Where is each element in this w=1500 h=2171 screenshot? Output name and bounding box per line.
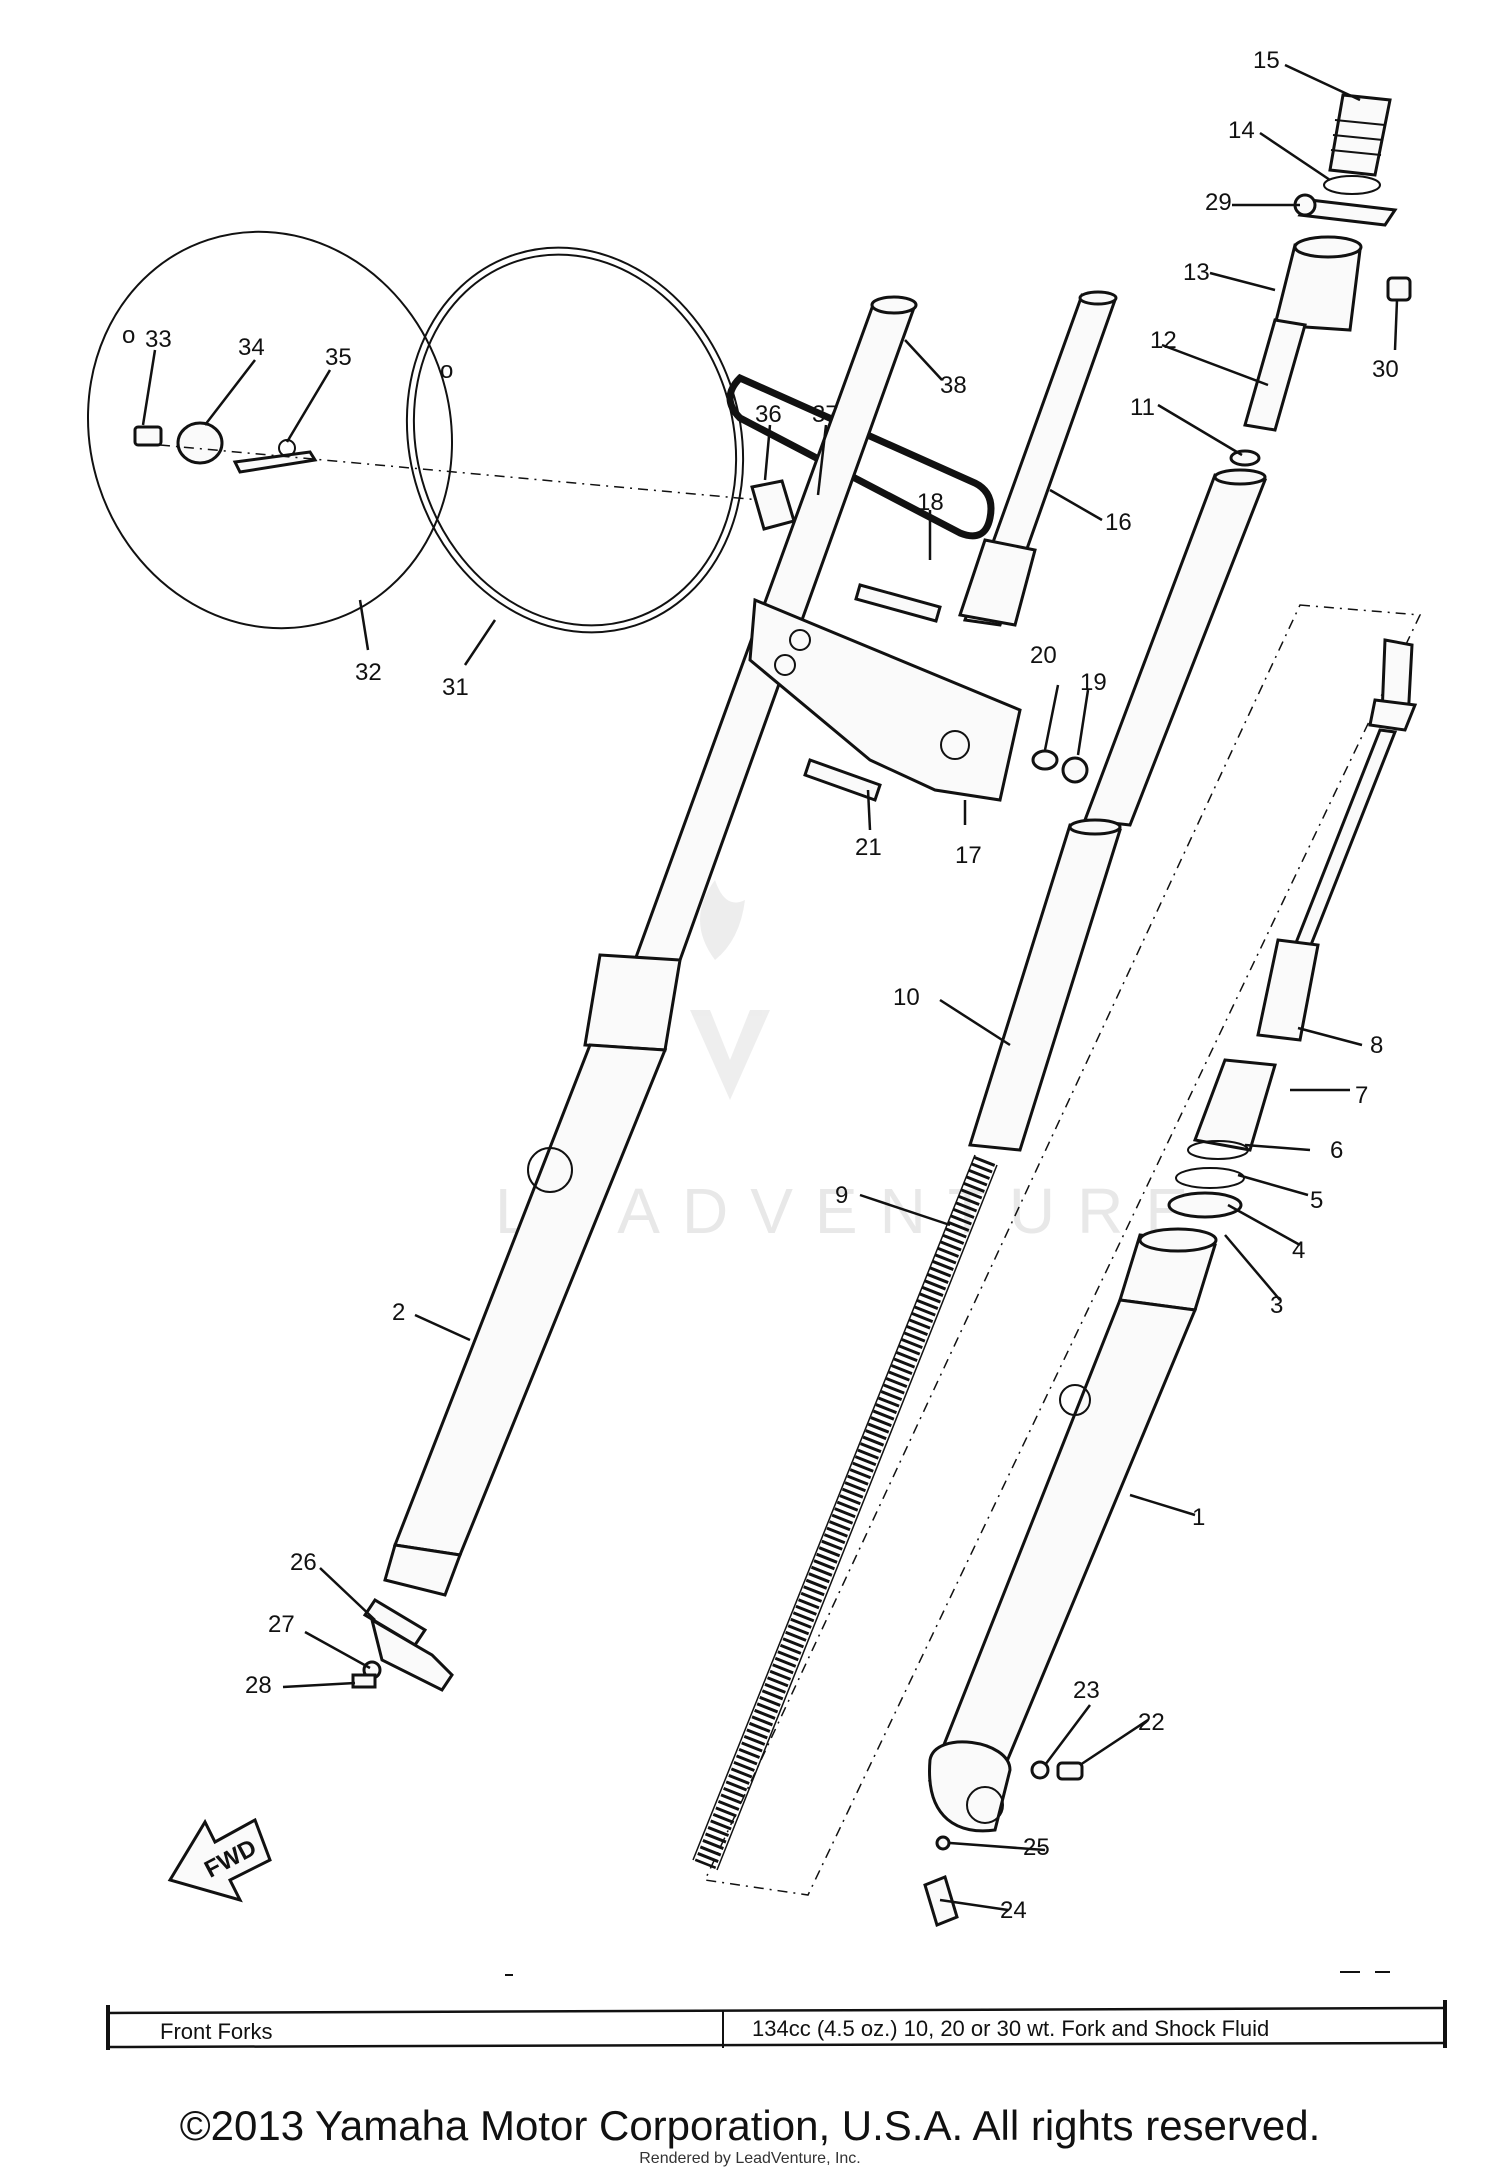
svg-text:o: o [122,322,135,349]
callout-23: 23 [1073,1677,1100,1704]
table-left-cell: Front Forks [160,2019,272,2044]
callout-10: 10 [893,984,920,1011]
callout-37: 37 [812,401,839,428]
callout-21: 21 [855,834,882,861]
aim-adjust-parts [133,421,318,474]
fork-spring [692,1154,998,1871]
under-bracket [748,583,1089,802]
callout-22: 22 [1138,1709,1165,1736]
headlight-rim: o [405,246,745,634]
callout-8: 8 [1370,1032,1383,1059]
damper-rod [1167,638,1418,1219]
callout-15: 15 [1253,47,1280,74]
callout-32: 32 [355,659,382,686]
callout-9: 9 [835,1182,848,1209]
callout-13: 13 [1183,259,1210,286]
callout-30: 30 [1372,356,1399,383]
callout-17: 17 [955,842,982,869]
callout-1: 1 [1192,1504,1205,1531]
cable-band [726,373,995,540]
fluid-spec-table: Front Forks 134cc (4.5 oz.) 10, 20 or 30… [106,2000,1447,2050]
callout-36: 36 [755,401,782,428]
callout-29: 29 [1205,189,1232,216]
fwd-arrow: FWD [167,1817,272,1903]
leader-lines [141,63,1399,1912]
callout-2: 2 [392,1299,405,1326]
steering-stem [958,290,1118,627]
callout-labels: 15 14 29 13 30 12 11 16 18 38 36 37 20 1… [145,47,1399,1924]
fork-top-parts [1229,93,1412,467]
left-fork-assembly [351,295,918,1692]
callout-5: 5 [1310,1187,1323,1214]
right-fork-outer-tube [923,1227,1218,1928]
callout-16: 16 [1105,509,1132,536]
svg-text:o: o [440,357,453,384]
callout-38: 38 [940,372,967,399]
callout-19: 19 [1080,669,1107,696]
callout-11: 11 [1130,394,1155,421]
callout-20: 20 [1030,642,1057,669]
callout-6: 6 [1330,1137,1343,1164]
callout-14: 14 [1228,117,1255,144]
headlight-lens: o [86,230,454,630]
right-fork-inner-tube [968,468,1268,1152]
callout-24: 24 [1000,1897,1027,1924]
callout-25: 25 [1023,1834,1050,1861]
callout-31: 31 [442,674,469,701]
callout-18: 18 [917,489,944,516]
callout-27: 27 [268,1611,295,1638]
callout-12: 12 [1150,327,1177,354]
rendered-by-note: Rendered by LeadVenture, Inc. [639,2150,861,2167]
callout-34: 34 [238,334,265,361]
callout-33: 33 [145,326,172,353]
callout-26: 26 [290,1549,317,1576]
callout-4: 4 [1292,1237,1305,1264]
copyright-notice: ©2013 Yamaha Motor Corporation, U.S.A. A… [179,2102,1321,2149]
callout-3: 3 [1270,1292,1283,1319]
callout-7: 7 [1355,1082,1368,1109]
callout-28: 28 [245,1672,272,1699]
table-right-cell: 134cc (4.5 oz.) 10, 20 or 30 wt. Fork an… [752,2016,1269,2041]
callout-35: 35 [325,344,352,371]
